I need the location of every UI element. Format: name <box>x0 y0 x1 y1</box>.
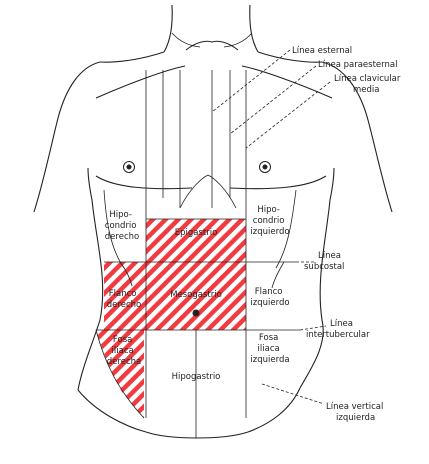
nipple-right-center-icon <box>126 164 132 170</box>
label-hipocondrio-izquierdo: Hipo- condrio izquierdo <box>250 205 289 237</box>
callout-linea-esternal: Línea esternal <box>292 46 352 56</box>
highlighted-regions <box>96 219 246 418</box>
chest-top-curve <box>95 65 186 99</box>
armpit-left <box>87 167 93 201</box>
hip-left <box>77 389 147 433</box>
sternal-notch <box>185 40 239 51</box>
inguinal-left <box>95 329 145 419</box>
pubic-curve <box>145 431 249 439</box>
nipple-left-center-icon <box>262 164 268 170</box>
callout-linea-vertical-izquierda: Línea vertical izquierda <box>326 402 386 423</box>
shoulder-left <box>33 61 101 213</box>
callout-linea-subcostal: Línea subcostal <box>304 251 344 272</box>
costal-arch <box>179 174 237 209</box>
label-fosa-iliaca-derecha: Fosa iliaca derecha <box>107 335 141 367</box>
chest-top-curve-right <box>241 65 333 99</box>
label-fosa-iliaca-izquierda: Fosa iliaca izquierda <box>250 333 289 365</box>
mesogastrio-hatch <box>146 262 246 330</box>
reference-lines <box>96 70 300 438</box>
leader-linea-paraesternal <box>229 65 317 135</box>
flanco-derecho-hatch <box>104 262 146 330</box>
label-hipogastrio: Hipogastrio <box>172 372 221 382</box>
landmarks <box>123 161 271 317</box>
leader-linea-esternal <box>211 49 291 113</box>
label-epigastrio: Epigastrio <box>175 228 218 238</box>
label-flanco-derecho: Flanco derecho <box>107 289 141 310</box>
leader-linea-clavicular <box>245 81 331 149</box>
trapezius-left <box>99 51 165 63</box>
pectoral-lower-right <box>229 175 327 190</box>
trapezius-right <box>257 51 323 63</box>
callout-linea-intertubercular: Línea intertubercular <box>306 319 370 340</box>
callout-labels: Línea esternal Línea paraesternal Línea … <box>292 46 403 423</box>
clavicle-right <box>223 32 253 48</box>
callout-linea-clavicular-media: Línea clavicular media <box>334 74 403 95</box>
rib-lower-left <box>119 261 133 287</box>
callout-leaders <box>211 49 331 405</box>
label-flanco-izquierdo: Flanco izquierdo <box>250 287 289 308</box>
shoulder-right <box>321 61 393 213</box>
label-mesogastrio: Mesogastrio <box>170 290 222 300</box>
label-hipocondrio-derecho: Hipo- condrio derecho <box>105 210 139 242</box>
neck-right <box>249 4 259 53</box>
leader-linea-vertical-izquierda <box>261 383 325 405</box>
callout-linea-paraesternal: Línea paraesternal <box>318 60 397 70</box>
hip-right <box>247 387 301 433</box>
armpit-right <box>329 167 335 201</box>
pectoral-lower-left <box>95 175 193 190</box>
side-right <box>299 199 331 389</box>
neck-left <box>163 4 173 53</box>
clavicle-left <box>171 32 201 48</box>
epigastrio-hatch <box>146 219 246 262</box>
side-left <box>77 199 104 391</box>
navel-icon <box>192 309 200 317</box>
leader-linea-intertubercular <box>299 325 327 331</box>
region-labels: Hipo- condrio derecho Epigastrio Hipo- c… <box>105 205 290 382</box>
rib-lower-right <box>271 261 285 289</box>
